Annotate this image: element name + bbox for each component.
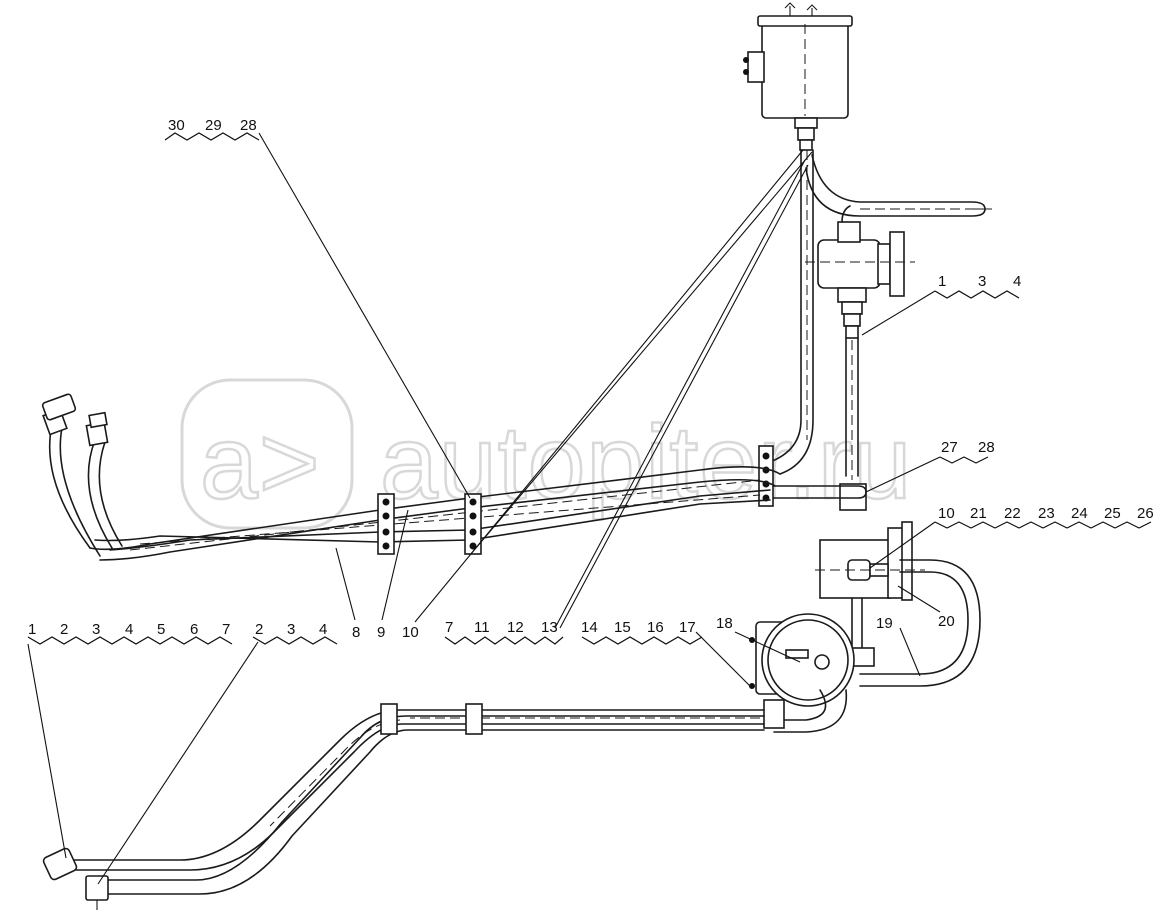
callout-4: 4	[125, 621, 133, 638]
control-valve-block	[815, 521, 981, 687]
callout-15: 15	[614, 619, 631, 636]
callout-6: 6	[190, 621, 198, 638]
callout-22: 22	[1004, 505, 1021, 522]
callout-3: 3	[287, 621, 295, 638]
callout-18: 18	[716, 615, 733, 632]
pipe-clamp-9	[377, 493, 395, 555]
callout-28: 28	[978, 439, 995, 456]
callout-29: 29	[205, 117, 222, 134]
callout-4: 4	[1013, 273, 1021, 290]
filter-housing	[749, 613, 855, 733]
callout-7: 7	[445, 619, 453, 636]
callout-23: 23	[1038, 505, 1055, 522]
callout-2: 2	[255, 621, 263, 638]
watermark-logo-glyph: a>	[200, 405, 321, 521]
callout-10: 10	[402, 624, 419, 641]
callout-1: 1	[938, 273, 946, 290]
callout-30: 30	[168, 117, 185, 134]
callout-14: 14	[581, 619, 598, 636]
callout-10: 10	[938, 505, 955, 522]
lower-pressure-line	[42, 703, 765, 910]
oil-reservoir	[743, 2, 853, 151]
main-hose-bundle	[41, 393, 781, 561]
pipe-clamp-10	[464, 493, 482, 555]
callout-12: 12	[507, 619, 524, 636]
callout-25: 25	[1104, 505, 1121, 522]
callout-8: 8	[352, 624, 360, 641]
callout-26: 26	[1137, 505, 1154, 522]
callout-2: 2	[60, 621, 68, 638]
power-steering-pump	[805, 205, 915, 511]
callout-17: 17	[679, 619, 696, 636]
callout-3: 3	[92, 621, 100, 638]
callout-28: 28	[240, 117, 257, 134]
watermark-logo-box	[180, 378, 354, 530]
callout-20: 20	[938, 613, 955, 630]
callout-27: 27	[941, 439, 958, 456]
callout-24: 24	[1071, 505, 1088, 522]
callout-labels: 30 29 28 1 3 4 27 28 10 21 22 23 24 25 2…	[28, 117, 1154, 641]
callout-13: 13	[541, 619, 558, 636]
callout-11: 11	[474, 619, 490, 636]
callout-9: 9	[377, 624, 385, 641]
leader-lines	[27, 132, 1152, 885]
reservoir-return-lines	[769, 149, 992, 475]
callout-21: 21	[970, 505, 987, 522]
callout-7: 7	[222, 621, 230, 638]
callout-19: 19	[876, 615, 893, 632]
watermark: a> autopiter.ru	[180, 378, 913, 530]
callout-3: 3	[978, 273, 986, 290]
callout-5: 5	[157, 621, 165, 638]
callout-1: 1	[28, 621, 36, 638]
callout-4: 4	[319, 621, 327, 638]
callout-16: 16	[647, 619, 664, 636]
